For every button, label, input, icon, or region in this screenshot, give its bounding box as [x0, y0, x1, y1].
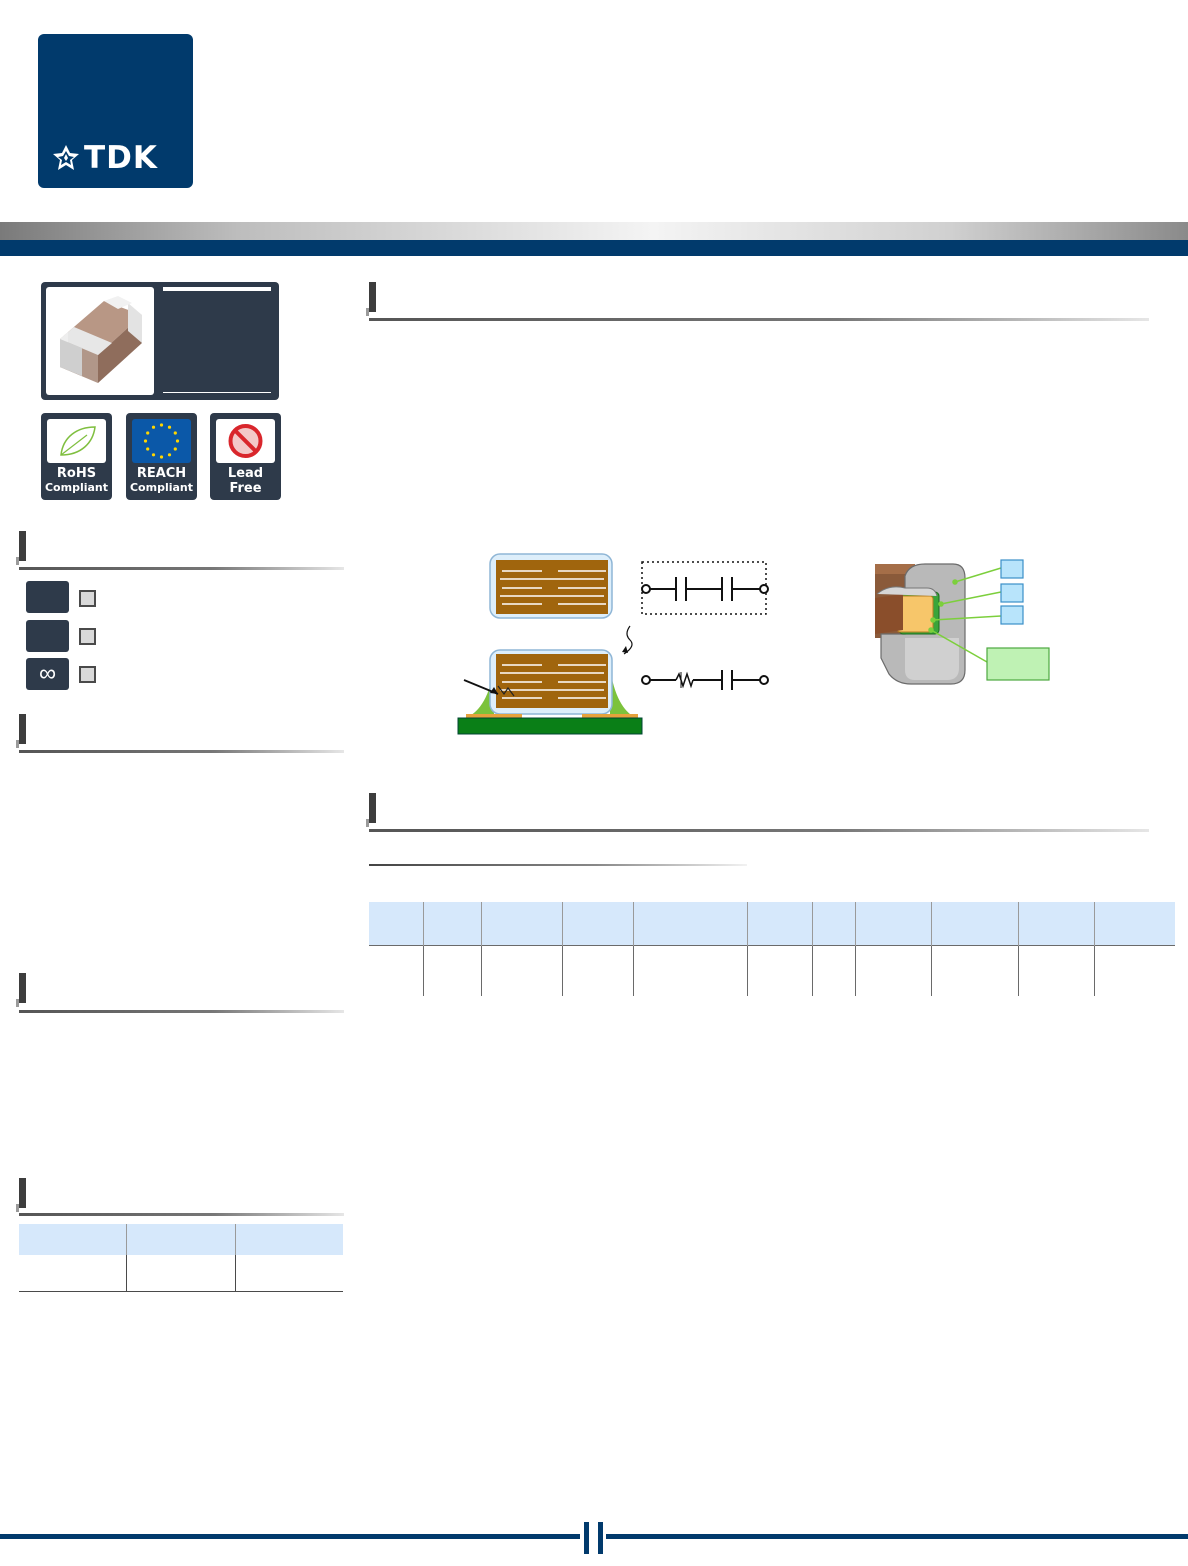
- product-card: [41, 282, 279, 400]
- chip-top-drawing: [489, 553, 613, 619]
- capacitor-cross-section-diagram: [457, 553, 769, 735]
- right-section-1-rule: [369, 318, 1149, 321]
- reach-badge: REACH Compliant: [126, 413, 197, 500]
- side-table-header-cell: [126, 1224, 236, 1255]
- left-section-2-marker: [16, 714, 26, 748]
- lead-free-badge-line2: Free: [229, 481, 262, 496]
- footer-rule-right: [606, 1534, 1188, 1539]
- main-table-cell: [1018, 945, 1095, 996]
- capacitor-schematic-top: [641, 561, 769, 615]
- lead-free-badge: Lead Free: [210, 413, 281, 500]
- side-table-cell: [234, 1255, 343, 1292]
- left-section-3-rule: [19, 1010, 344, 1013]
- footer-rule-left: [0, 1534, 580, 1539]
- terminal-structure-diagram: [875, 559, 1050, 685]
- tdk-logo: TDK: [38, 34, 193, 188]
- leaf-icon: [47, 419, 106, 463]
- main-table-cell: [1093, 945, 1175, 996]
- main-table-header-cell: [481, 902, 563, 946]
- main-table-cell: [369, 945, 424, 996]
- rohs-badge-line2: Compliant: [44, 481, 109, 494]
- product-card-rule-bottom: [163, 392, 271, 393]
- eu-stars-icon: [132, 419, 191, 463]
- left-section-2-rule: [19, 750, 344, 753]
- feature-2-icon: [26, 620, 69, 652]
- feature-3-checkbox: [79, 666, 96, 683]
- main-table-header-cell: [811, 902, 856, 946]
- left-section-1-marker: [16, 531, 26, 565]
- infinity-icon: ∞: [26, 658, 69, 690]
- main-table-cell: [481, 945, 563, 996]
- right-section-1-marker: [366, 282, 376, 316]
- reach-badge-line2: Compliant: [129, 481, 194, 494]
- left-section-4-rule: [19, 1213, 344, 1216]
- capacitor-plate-left-icon: [584, 1522, 589, 1554]
- callout-box: [1000, 583, 1024, 603]
- main-table: [369, 902, 1175, 996]
- main-table-cell: [930, 945, 1019, 996]
- main-table-cell: [811, 945, 856, 996]
- main-table-header-cell: [747, 902, 813, 946]
- side-table-header-cell: [19, 1224, 127, 1255]
- squiggle-arrow-icon: [623, 625, 633, 655]
- left-section-4-marker: [16, 1178, 26, 1212]
- rohs-badge-line1: RoHS: [56, 466, 97, 481]
- main-table-cell: [633, 945, 748, 996]
- callout-box: [1000, 605, 1024, 625]
- feature-2-checkbox: [79, 628, 96, 645]
- right-section-2-subrule: [369, 864, 747, 866]
- capacitor-plate-right-icon: [598, 1522, 603, 1554]
- product-card-rule-top: [163, 287, 271, 291]
- right-section-2-marker: [366, 793, 376, 827]
- capacitor-schematic-bottom: [641, 670, 769, 690]
- lead-free-badge-line1: Lead: [227, 466, 264, 481]
- left-section-3-marker: [16, 973, 26, 1007]
- left-section-1-rule: [19, 567, 344, 570]
- main-table-cell: [422, 945, 482, 996]
- rohs-badge: RoHS Compliant: [41, 413, 112, 500]
- infinity-symbol: ∞: [38, 660, 57, 687]
- header-band-blue: [0, 240, 1188, 256]
- main-table-header-row: [369, 902, 1175, 946]
- main-table-header-cell: [1093, 902, 1175, 946]
- main-table-cell: [561, 945, 634, 996]
- main-table-header-cell: [930, 902, 1019, 946]
- main-table-cell: [747, 945, 813, 996]
- chip-bottom-drawing: [457, 649, 643, 735]
- table-row: [19, 1255, 343, 1292]
- table-row: [369, 945, 1175, 996]
- main-table-header-cell: [633, 902, 748, 946]
- tdk-logo-wordmark: TDK: [52, 140, 158, 176]
- main-table-header-cell: [369, 902, 424, 946]
- tdk-star-icon: [53, 145, 79, 170]
- side-table-header-row: [19, 1224, 343, 1255]
- callout-box: [1000, 559, 1024, 579]
- main-table-header-cell: [422, 902, 482, 946]
- right-section-2-rule: [369, 829, 1149, 832]
- side-table-cell: [19, 1255, 127, 1292]
- reach-badge-line1: REACH: [136, 466, 187, 481]
- no-symbol-icon: [216, 419, 275, 463]
- header-band-grey: [0, 222, 1188, 240]
- feature-1-icon: [26, 581, 69, 613]
- main-table-header-cell: [561, 902, 634, 946]
- main-table-header-cell: [855, 902, 932, 946]
- feature-1-checkbox: [79, 590, 96, 607]
- product-photo: [46, 287, 154, 395]
- side-table: [19, 1224, 343, 1292]
- side-table-cell: [126, 1255, 236, 1292]
- tdk-logo-text: TDK: [84, 140, 158, 176]
- mlcc-chip-icon: [60, 296, 142, 383]
- main-table-header-cell: [1018, 902, 1095, 946]
- callout-box-green: [986, 647, 1050, 681]
- main-table-cell: [855, 945, 932, 996]
- side-table-header-cell: [234, 1224, 343, 1255]
